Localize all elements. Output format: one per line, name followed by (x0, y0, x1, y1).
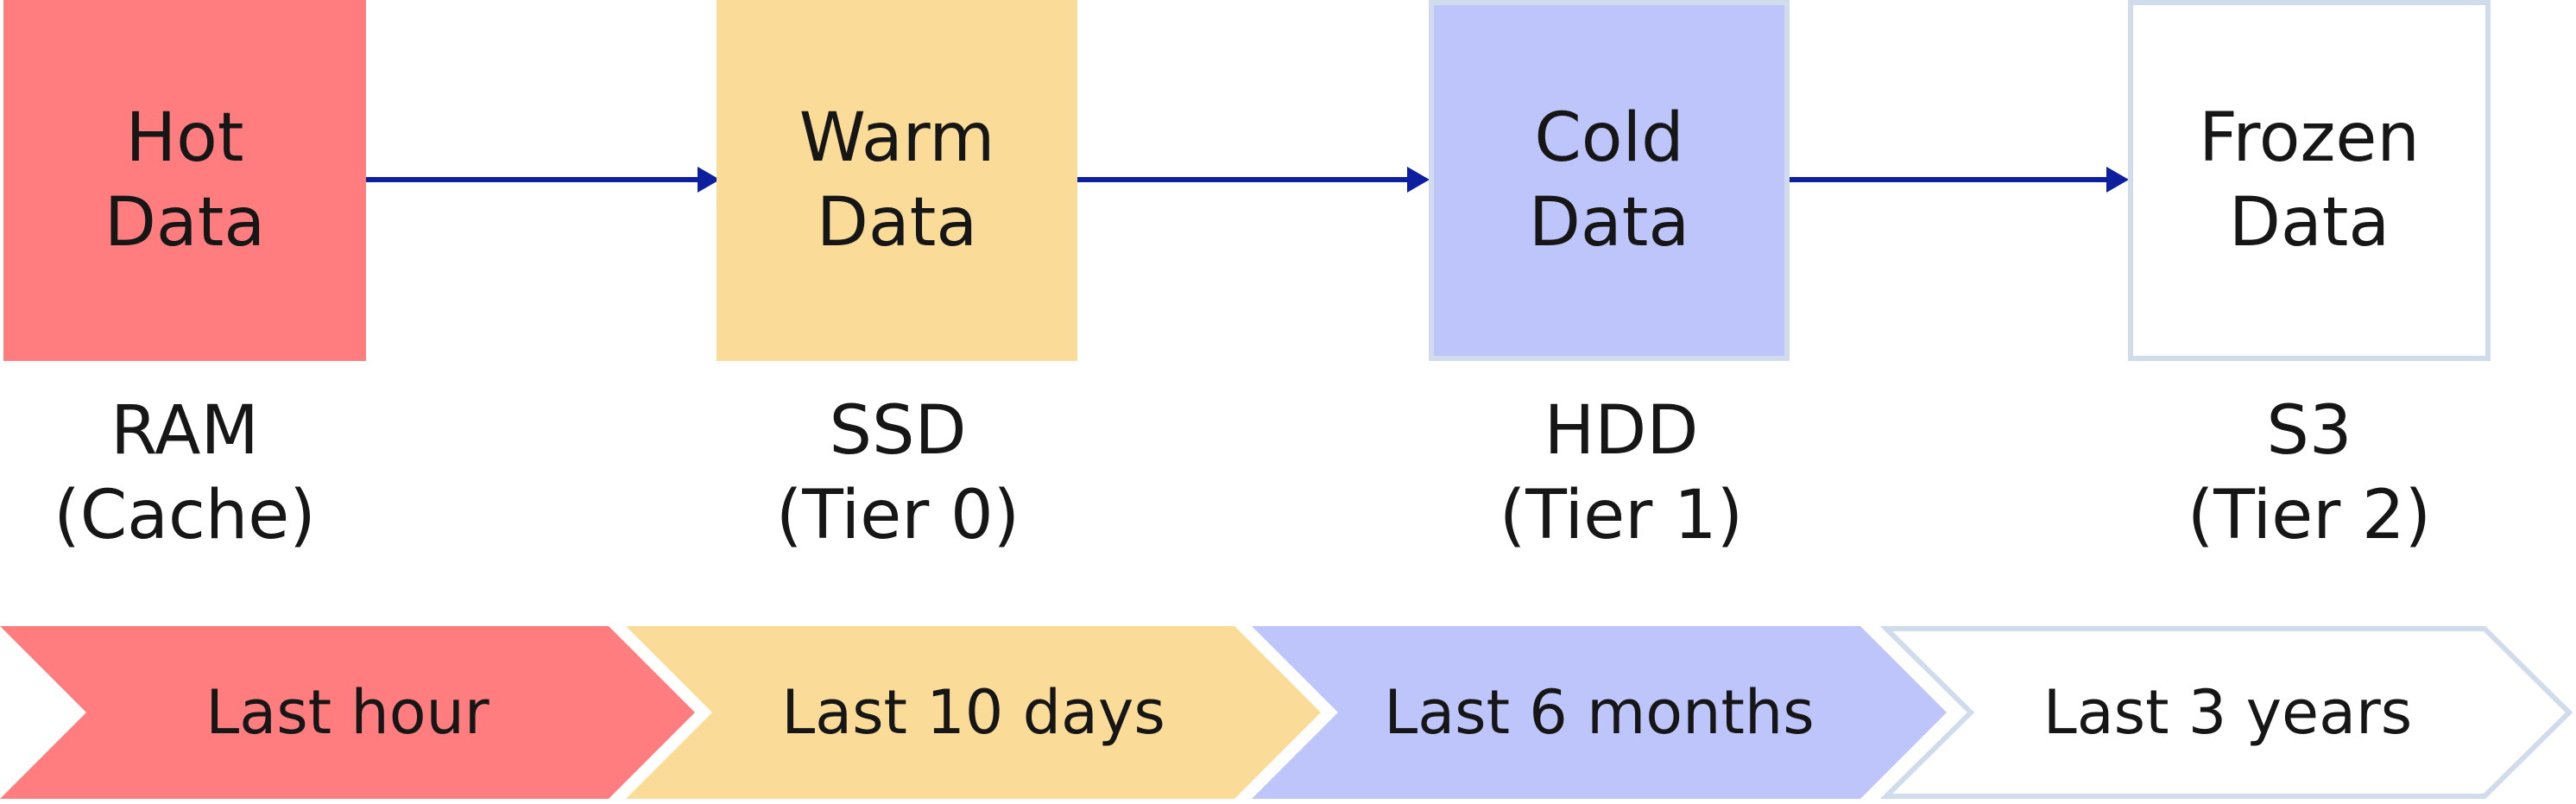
retention-label-cold: Last 6 months (1384, 677, 1815, 748)
chevron-cold (1252, 626, 1947, 799)
retention-label-warm: Last 10 days (781, 677, 1165, 748)
chevron-warm (626, 626, 1321, 799)
storage-tier: (Cache) (54, 477, 316, 554)
chevron-frozen (1879, 626, 2573, 799)
storage-label-ram: RAM (Cache) (3, 389, 366, 558)
tier-name-line2: Data (1528, 184, 1690, 262)
arrowhead-warm-to-cold (1407, 167, 1430, 193)
tier-box-hot: Hot Data (3, 0, 366, 361)
tier-name-line1: Cold (1534, 99, 1684, 177)
tier-name-line1: Frozen (2199, 99, 2420, 177)
storage-media: S3 (2266, 392, 2352, 470)
chevron-hot (0, 626, 695, 799)
storage-label-ssd: SSD (Tier 0) (717, 389, 1079, 558)
tier-name-line1: Hot (125, 99, 244, 177)
arrowhead-hot-to-warm (698, 167, 720, 193)
tier-name-line2: Data (104, 184, 266, 262)
storage-tier: (Tier 2) (2187, 477, 2432, 554)
storage-media: RAM (110, 392, 259, 470)
storage-tier: (Tier 0) (775, 477, 1020, 554)
tier-name-line2: Data (2228, 184, 2390, 262)
retention-chevrons (0, 626, 2573, 799)
arrowhead-cold-to-frozen (2106, 167, 2129, 193)
tier-name-line1: Warm (799, 99, 995, 177)
storage-label-s3: S3 (Tier 2) (2128, 389, 2491, 558)
storage-media: SSD (829, 392, 967, 470)
storage-media: HDD (1544, 392, 1699, 470)
retention-label-hot: Last hour (205, 677, 489, 748)
tier-name-line2: Data (816, 184, 978, 262)
tier-box-cold: Cold Data (1429, 0, 1790, 361)
tier-box-warm: Warm Data (717, 0, 1077, 361)
tier-box-frozen: Frozen Data (2128, 0, 2491, 361)
connector-arrows (366, 167, 2129, 193)
retention-label-frozen: Last 3 years (2042, 677, 2413, 748)
storage-tier: (Tier 1) (1499, 477, 1744, 554)
storage-label-hdd: HDD (Tier 1) (1440, 389, 1803, 558)
